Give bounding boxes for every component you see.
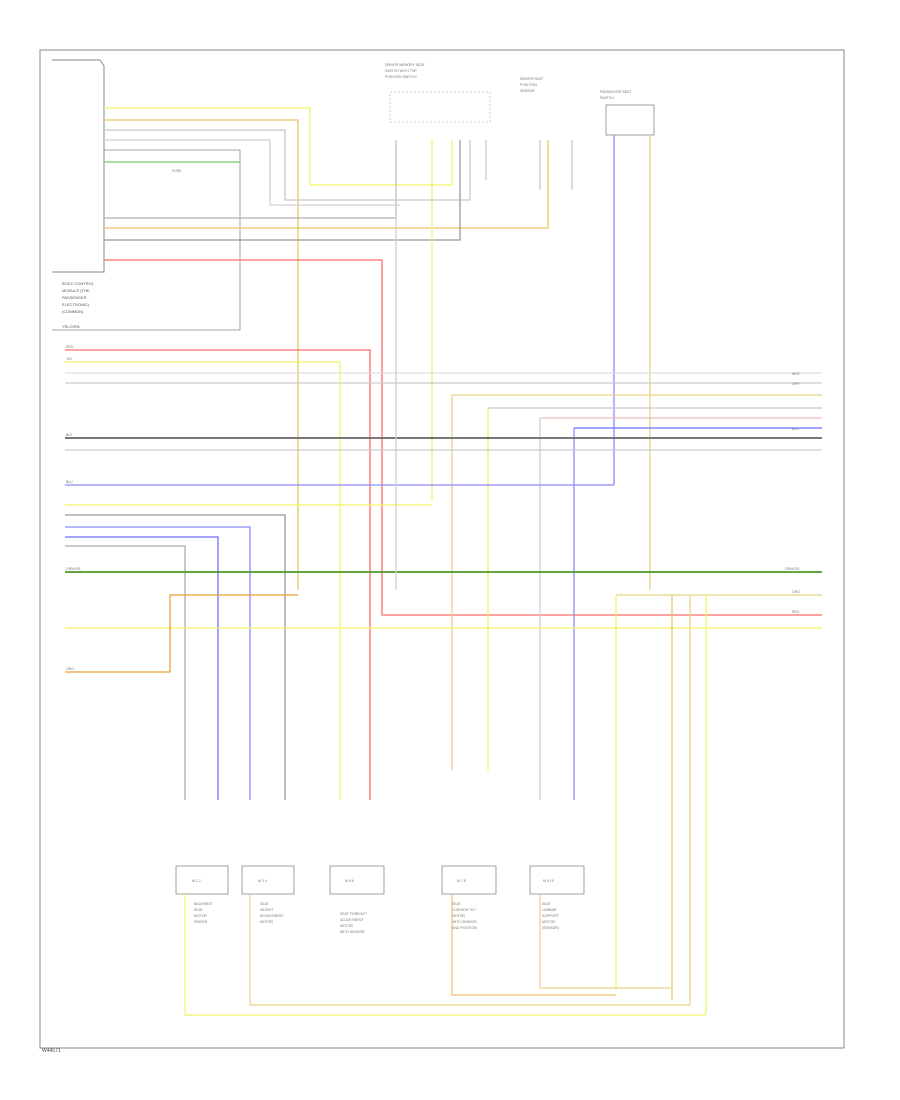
module-cushion-tilt-motor: M 7 8 SEAT CUSHION TILT MOTOR WITH SENSO… [441, 865, 497, 930]
ltag-red: RED [66, 345, 74, 349]
module3-code: M 5 6 [345, 879, 354, 883]
module5-line4: MOTOR [542, 920, 555, 924]
footer-code: W44571 [42, 1048, 61, 1054]
tag-gray: GRY [792, 382, 800, 386]
module4-line1: SEAT [452, 902, 462, 906]
module5-line2: LUMBAR [542, 908, 557, 912]
tag-blue: BLU [792, 427, 799, 431]
switch2-title-3: SENSOR [520, 89, 535, 93]
module1-line4: DRIVER [194, 920, 208, 924]
module-fore-aft-motor: M 5 6 SEAT FORE/AFT ADJUSTMENT MOTOR WIT… [329, 865, 385, 934]
module4-line5: AND POSITION [452, 926, 478, 930]
module2-line3: ADJUSTMENT [260, 914, 284, 918]
switch2-title-2: POSITION [520, 83, 537, 87]
ecu-label-2: MODULE (THE [62, 288, 90, 293]
ground-return-bus [184, 894, 706, 1016]
switch1-title-2: SWITCH WITH TOP [385, 69, 417, 73]
module2-line4: MOTOR [260, 920, 273, 924]
module-height-motor: M 3 4 SEAT HEIGHT ADJUSTMENT MOTOR [241, 865, 295, 924]
module5-line3: SUPPORT [542, 914, 560, 918]
module5-line5: (SENSOR) [542, 926, 559, 930]
left-wire-tags: RED YEL BLK BLU GRN/YEL ORG FUSE [66, 169, 182, 671]
ecu-module: BODY CONTROL MODULE (THE PASSENGER ELECT… [52, 59, 241, 331]
lower-left-wires [65, 190, 822, 1015]
module1-line1: BACKREST [194, 902, 214, 906]
ltag-blue: BLU [66, 480, 73, 484]
ltag-yellow: YEL [66, 357, 73, 361]
ltag-green: GRN/YEL [66, 567, 81, 571]
fuse-label: FUSE [172, 169, 182, 173]
tag-orange: ORG [792, 590, 800, 594]
tag-green: GRN/YEL [785, 567, 800, 571]
bottom-modules: M 1 2 BACKREST SEAT MOTOR DRIVER M 3 4 S… [175, 865, 585, 934]
tag-white: WHT [792, 372, 801, 376]
module3-line1: SEAT FORE/AFT [340, 912, 368, 916]
switch-seat-position-sensor: DRIVER SEAT POSITION SENSOR [520, 77, 573, 190]
ecu-label-5: (COMMON) [62, 309, 84, 314]
module3-line2: ADJUSTMENT [340, 918, 364, 922]
switch1-title-3: POSITION SWITCH [385, 75, 417, 79]
module1-code: M 1 2 [192, 879, 201, 883]
module3-line4: WITH SENSOR [340, 930, 365, 934]
ecu-label-1: BODY CONTROL [62, 281, 95, 286]
module5-code: M 9 10 [543, 879, 554, 883]
switch2-title-1: DRIVER SEAT [520, 77, 544, 81]
switch3-title-2: SWITCH [600, 96, 614, 100]
module2-code: M 3 4 [258, 879, 267, 883]
module4-line3: MOTOR [452, 914, 465, 918]
module-backrest-motor: M 1 2 BACKREST SEAT MOTOR DRIVER [175, 865, 229, 924]
module4-code: M 7 8 [457, 879, 466, 883]
switch3-title-1: PASSENGER SEAT [600, 90, 632, 94]
switch-driver-memory: DRIVER MEMORY SEAT SWITCH WITH TOP POSIT… [385, 63, 491, 500]
module2-line2: HEIGHT [260, 908, 274, 912]
module4-line2: CUSHION TILT [452, 908, 477, 912]
right-wire-tags: WHT GRY BLU GRN/YEL ORG RED [785, 372, 801, 614]
switch-passenger-seat: PASSENGER SEAT SWITCH [600, 90, 655, 590]
module1-line2: SEAT [194, 908, 204, 912]
module4-line4: WITH SENSOR [452, 920, 477, 924]
module-lumbar-motor: M 9 10 SEAT LUMBAR SUPPORT MOTOR (SENSOR… [529, 865, 585, 930]
tag-red: RED [792, 610, 800, 614]
ltag-black: BLK [66, 433, 73, 437]
switch1-title-1: DRIVER MEMORY SEAT [385, 63, 426, 67]
diagram-frame [39, 49, 845, 1049]
module3-line3: MOTOR [340, 924, 353, 928]
ecu-label-3: PASSENGER [62, 295, 87, 300]
bus-wires [65, 349, 822, 800]
module5-line1: SEAT [542, 902, 552, 906]
ecu-label-4: ELECTRONIC) [62, 302, 90, 307]
ecu-bottom-wire: YEL/GRN [62, 324, 80, 329]
ltag-orange: ORG [66, 667, 74, 671]
module1-line3: MOTOR [194, 914, 207, 918]
module2-line1: SEAT [260, 902, 270, 906]
